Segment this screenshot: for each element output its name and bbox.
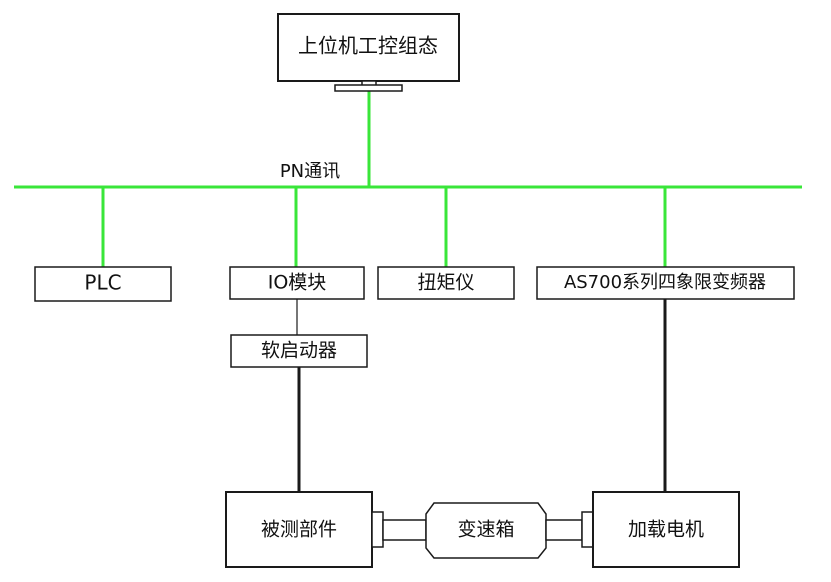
- monitor-screen: [277, 13, 460, 82]
- network-label: PN通讯: [280, 161, 340, 182]
- vfd-label: AS700系列四象限变频器: [564, 272, 766, 293]
- network-lines: [14, 91, 802, 267]
- torque-meter-box: 扭矩仪: [377, 266, 515, 300]
- soft-starter-label: 软启动器: [261, 340, 337, 362]
- monitor-base: [334, 84, 403, 92]
- io-module-label: IO模块: [268, 272, 327, 294]
- vfd-box: AS700系列四象限变频器: [536, 266, 795, 300]
- dut-box: 被测部件: [225, 491, 373, 568]
- gearbox-label: 变速箱: [457, 519, 514, 541]
- soft-starter-box: 软启动器: [230, 334, 368, 368]
- plc-box: PLC: [34, 266, 172, 302]
- dut-coupling: [371, 511, 427, 548]
- scada-label: 上位机工控组态: [298, 34, 438, 58]
- dut-label: 被测部件: [261, 519, 337, 541]
- gearbox: 变速箱: [425, 502, 547, 559]
- io-module-box: IO模块: [229, 266, 365, 300]
- load-motor-box: 加载电机: [592, 491, 740, 568]
- torque-meter-label: 扭矩仪: [417, 272, 474, 294]
- scada-monitor: 上位机工控组态: [277, 13, 460, 92]
- plc-label: PLC: [84, 271, 121, 295]
- gearbox-body: [425, 502, 547, 559]
- load-motor-label: 加载电机: [628, 519, 704, 541]
- wiring-lines: [296, 299, 667, 492]
- motor-coupling: [545, 511, 594, 548]
